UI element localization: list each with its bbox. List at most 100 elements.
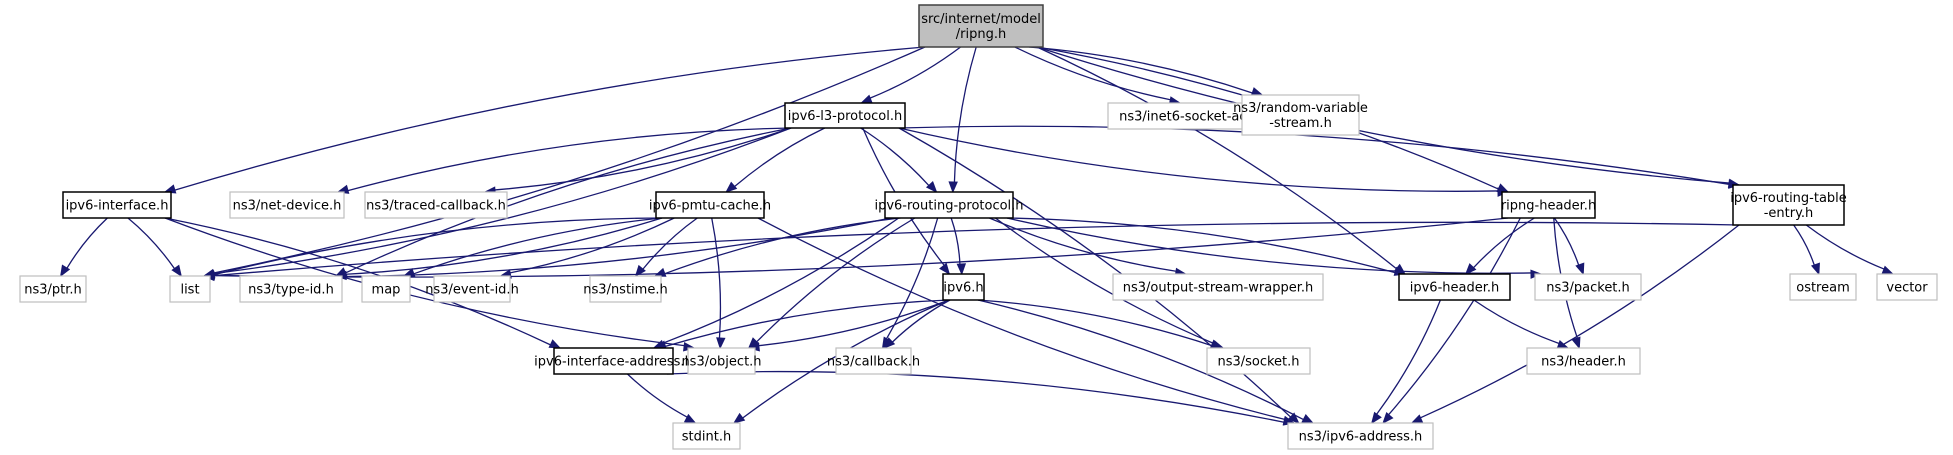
node-box-routing[interactable] [884,191,1014,219]
edge-ripnghdr-to-ipv6addr [1388,217,1521,416]
edge-pmtu-to-map [413,217,663,275]
node-ripnghdr[interactable]: ripng-header.h [1501,191,1596,219]
node-box-ripng[interactable] [918,4,1044,48]
edge-ipv6hdr-to-ipv6addr [1376,299,1442,415]
edge-l3proto-to-rtentry [898,125,1730,185]
arrowhead-ipv6hdr-to-ipv6addr [1370,411,1382,425]
node-callback: ns3/callback.h [827,347,920,375]
node-label-packet: ns3/packet.h [1546,281,1630,296]
node-netdev: ns3/net-device.h [229,191,345,219]
edge-ripnghdr-to-ipv6hdr [1473,217,1535,269]
nodes-layer: src/internet/model/ripng.h ipv6-l3-protoc… [19,4,1938,450]
node-ipv6[interactable]: ipv6.h [942,273,985,301]
node-box-rtentry[interactable] [1732,184,1845,226]
node-label-ripng: /ripng.h [956,27,1006,42]
node-box-l3proto[interactable] [784,102,906,129]
node-label-ostream: ostream [1796,281,1850,296]
node-ipv6hdr[interactable]: ipv6-header.h [1398,273,1511,301]
node-box-stdint [672,422,741,450]
node-label-ptr: ns3/ptr.h [24,283,82,298]
node-ripng[interactable]: src/internet/model/ripng.h [918,4,1044,48]
node-label-ipv6addr: ns3/ipv6-address.h [1299,430,1423,445]
node-label-list: list [180,283,199,298]
node-rtentry[interactable]: ipv6-routing-table-entry.h [1730,184,1847,226]
node-map: map [361,275,411,303]
node-l3proto[interactable]: ipv6-l3-protocol.h [784,102,906,129]
node-label-ifaddr: ipv6-interface-address.h [534,355,693,370]
edge-l3proto-to-traced [494,127,792,191]
node-label-nstime: ns3/nstime.h [583,283,667,298]
arrowhead-iface-to-list [171,264,183,278]
edge-ifaddr-to-ipv6addr [666,370,1285,423]
node-label-l3proto: ipv6-l3-protocol.h [788,109,903,124]
node-label-header: ns3/header.h [1541,355,1626,370]
node-socket: ns3/socket.h [1206,347,1311,375]
node-label-randvar: -stream.h [1269,116,1332,131]
node-label-object: ns3/object.h [681,355,761,370]
node-list: list [169,275,211,303]
edge-ripng-to-randvar [1028,46,1253,94]
node-ipv6addr: ns3/ipv6-address.h [1287,422,1434,450]
edge-l3proto-to-typeid [345,127,792,274]
node-ifaddr[interactable]: ipv6-interface-address.h [534,347,693,375]
node-iface[interactable]: ipv6-interface.h [62,191,172,219]
node-box-ipv6hdr[interactable] [1398,273,1511,301]
node-routing[interactable]: ipv6-routing-protocol.h [874,191,1024,219]
node-box-randvar [1241,94,1360,136]
node-box-eventid [433,275,511,303]
edge-ipv6-to-object [758,299,950,347]
edge-ripnghdr-to-packet [1553,217,1580,266]
node-label-ripng: src/internet/model [921,12,1041,27]
edge-ripng-to-iface [174,46,926,191]
node-box-ripnghdr[interactable] [1501,191,1596,219]
arrowhead-routing-to-nstime [653,267,667,277]
arrowhead-l3proto-to-ipv6addr [1287,412,1300,424]
node-box-iface[interactable] [62,191,172,219]
edge-l3proto-to-pmtu [734,127,826,188]
node-box-ipv6addr [1287,422,1434,450]
arrowhead-ripnghdr-to-packet [1575,262,1585,276]
edge-rtentry-to-vector [1805,224,1885,270]
node-box-pmtu[interactable] [655,191,765,219]
arrowhead-ipv6-to-callback [883,337,896,349]
node-box-map [361,275,411,303]
node-label-rtentry: -entry.h [1764,206,1814,221]
edge-routing-to-socket [995,217,1213,344]
edge-rtentry-to-ipv6addr [1420,224,1740,419]
arrowhead-ripng-to-l3proto [860,94,873,104]
node-label-iface: ipv6-interface.h [66,199,169,214]
edge-ripnghdr-to-list [213,217,1509,278]
edge-rtentry-to-ostream [1793,224,1815,266]
arrowhead-ripnghdr-to-ipv6addr [1382,411,1394,425]
edge-ripng-to-l3proto [869,46,961,99]
edge-routing-to-ipv6hdr [1006,217,1396,274]
node-box-list [169,275,211,303]
edge-ipv6-to-ipv6addr [977,299,1304,421]
edge-ifaddr-to-stdint [627,373,688,418]
node-box-ifaddr[interactable] [553,347,674,375]
arrowhead-l3proto-to-routing [925,181,938,193]
node-stdint: stdint.h [672,422,741,450]
node-typeid: ns3/type-id.h [239,275,343,303]
edge-ipv6hdr-to-header [1473,299,1560,345]
node-label-traced: ns3/traced-callback.h [366,199,506,214]
edge-iface-to-list [127,217,176,270]
node-packet: ns3/packet.h [1534,273,1642,301]
node-box-socket [1206,347,1311,375]
edge-iface-to-object [164,217,685,347]
node-vector: vector [1876,273,1938,301]
node-object: ns3/object.h [681,347,762,375]
node-box-ipv6[interactable] [942,273,985,301]
edge-routing-to-callback [885,217,939,340]
node-pmtu[interactable]: ipv6-pmtu-cache.h [649,191,771,219]
edge-pmtu-to-ipv6addr [757,217,1285,421]
node-label-callback: ns3/callback.h [827,355,920,370]
node-header: ns3/header.h [1526,347,1641,375]
node-label-pmtu: ipv6-pmtu-cache.h [649,199,771,214]
node-box-callback [835,347,912,375]
edge-ipv6-to-socket [977,299,1214,347]
arrowhead-routing-to-ipv6 [956,263,967,276]
node-label-ripnghdr: ripng-header.h [1501,199,1596,214]
node-box-nstime [589,275,662,303]
